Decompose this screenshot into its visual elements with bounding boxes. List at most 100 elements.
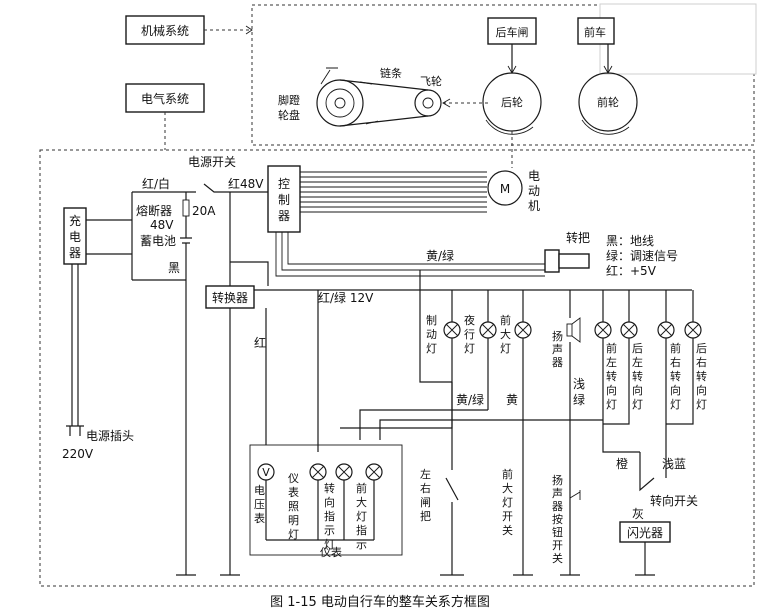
elec-system-label: 电气系统 [141, 91, 189, 106]
svg-text:向: 向 [696, 383, 707, 397]
svg-text:向: 向 [670, 383, 681, 397]
svg-text:右: 右 [696, 355, 707, 369]
svg-text:关: 关 [502, 523, 513, 537]
svg-text:开: 开 [552, 539, 563, 552]
svg-text:灯: 灯 [288, 528, 299, 541]
controller-label-3: 器 [278, 209, 290, 223]
fuse [182, 199, 190, 217]
svg-text:把: 把 [420, 509, 431, 523]
svg-text:明: 明 [288, 514, 299, 527]
speaker-icon [566, 323, 573, 337]
converter-box [205, 285, 255, 309]
orange-label: 橙 [616, 456, 628, 471]
yellow-label: 黄 [506, 393, 518, 407]
voltmeter-label: 电压表 [254, 484, 265, 525]
svg-text:制: 制 [426, 314, 437, 327]
svg-text:闸: 闸 [420, 496, 431, 509]
light-green-label: 浅 [573, 377, 585, 391]
speaker-label-2: 声 [552, 342, 563, 356]
svg-text:后: 后 [696, 342, 707, 355]
legend-red: 红：+5V [606, 263, 657, 278]
yellow-green-2-label: 黄/绿 [456, 392, 484, 407]
svg-text:右: 右 [420, 481, 431, 495]
turn-switch-label: 转向开关 [650, 493, 698, 508]
front-brake-label: 前车 [584, 25, 606, 39]
svg-text:扬: 扬 [552, 473, 563, 487]
elec-region [39, 149, 755, 587]
svg-text:大: 大 [502, 481, 513, 495]
brake-light-label: 制动灯 [426, 314, 437, 355]
red-white-label: 红/白 [142, 176, 170, 191]
crank-sprocket [316, 67, 364, 127]
flywheel-label: 飞轮 [420, 74, 442, 88]
flasher-label: 闪光器 [627, 526, 663, 540]
charger-label: 充 [69, 213, 81, 228]
svg-text:左: 左 [606, 356, 617, 369]
lamp-rear-right [684, 321, 702, 339]
legend-black: 黑：地线 [606, 234, 654, 248]
black-label: 黑 [168, 261, 180, 275]
svg-text:前: 前 [356, 481, 367, 495]
svg-text:指: 指 [324, 509, 335, 523]
svg-text:转: 转 [696, 369, 707, 383]
plug-label: 电源插头 [86, 429, 134, 443]
mech-region [251, 4, 755, 146]
rear-brake-box [487, 17, 537, 45]
lamp-rear-left [620, 321, 638, 339]
svg-text:电: 电 [254, 484, 265, 497]
lamp-brake [443, 321, 461, 339]
handle-label: 转把 [566, 230, 590, 245]
svg-text:右: 右 [670, 355, 681, 369]
charger-box [63, 207, 87, 265]
svg-text:关: 关 [552, 551, 563, 565]
svg-text:左: 左 [632, 356, 643, 369]
turn-indicator-lamp [335, 463, 353, 481]
svg-text:钮: 钮 [552, 525, 563, 539]
head-indicator-lamp [365, 463, 383, 481]
handle-grip [544, 249, 560, 273]
svg-text:后: 后 [632, 342, 643, 355]
mech-system-box [125, 15, 205, 45]
battery-voltage: 48V [150, 218, 174, 232]
motor-label-3: 机 [528, 199, 540, 213]
gray-label: 灰 [632, 507, 644, 521]
red-label: 红 [254, 335, 266, 350]
svg-text:向: 向 [606, 383, 617, 397]
lamp-night [479, 321, 497, 339]
svg-text:大: 大 [500, 327, 511, 341]
motor-label-2: 动 [528, 184, 540, 198]
fuse-rating: 20A [192, 204, 216, 218]
charger-label-2: 电 [69, 230, 81, 244]
svg-text:前: 前 [606, 341, 617, 355]
light-blue-label: 浅蓝 [662, 457, 686, 471]
head-light-label: 前大灯 [500, 313, 511, 355]
overlay-block [599, 3, 757, 75]
voltage-220-label: 220V [62, 447, 94, 461]
svg-text:前: 前 [670, 341, 681, 355]
svg-text:仪: 仪 [288, 472, 299, 485]
svg-text:照: 照 [288, 500, 299, 513]
front-wheel-label: 前轮 [597, 95, 619, 109]
chain [339, 79, 429, 127]
svg-text:灯: 灯 [426, 342, 437, 355]
svg-text:按: 按 [552, 512, 563, 526]
svg-text:灯: 灯 [606, 398, 617, 411]
svg-text:示: 示 [324, 524, 335, 537]
motor-m-label: M [500, 182, 510, 196]
meter-label: 仪表 [320, 545, 342, 559]
svg-text:灯: 灯 [356, 510, 367, 523]
handle-body [558, 253, 590, 269]
battery-label: 蓄电池 [140, 234, 176, 248]
svg-text:向: 向 [632, 383, 643, 397]
svg-text:转: 转 [670, 369, 681, 383]
flywheel [414, 89, 442, 117]
lamp-front-right [657, 321, 675, 339]
panel-lamp [309, 463, 327, 481]
rear-wheel-label: 后轮 [501, 95, 523, 109]
svg-text:灯: 灯 [632, 398, 643, 411]
svg-text:器: 器 [552, 500, 563, 513]
speaker-label-3: 器 [552, 356, 563, 369]
